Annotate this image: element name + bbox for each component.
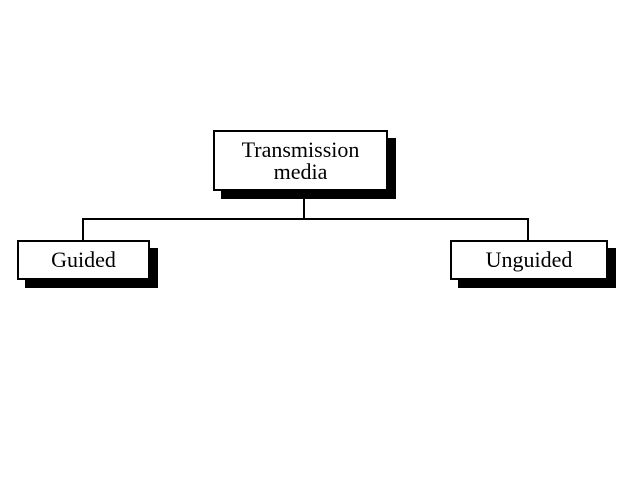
- node-unguided-label: Unguided: [485, 247, 573, 272]
- node-unguided: Unguided: [450, 240, 608, 280]
- connector-root-stem: [303, 189, 305, 220]
- connector-drop-to-guided: [82, 218, 84, 242]
- node-guided: Guided: [17, 240, 150, 280]
- node-transmission-media-label-line2: media: [273, 158, 328, 184]
- node-transmission-media-label-line1: Transmission: [241, 136, 360, 162]
- node-guided-label: Guided: [51, 247, 116, 272]
- connector-horizontal-bar: [82, 218, 529, 220]
- node-transmission-media: Transmission media: [213, 130, 388, 191]
- connector-drop-to-unguided: [527, 218, 529, 242]
